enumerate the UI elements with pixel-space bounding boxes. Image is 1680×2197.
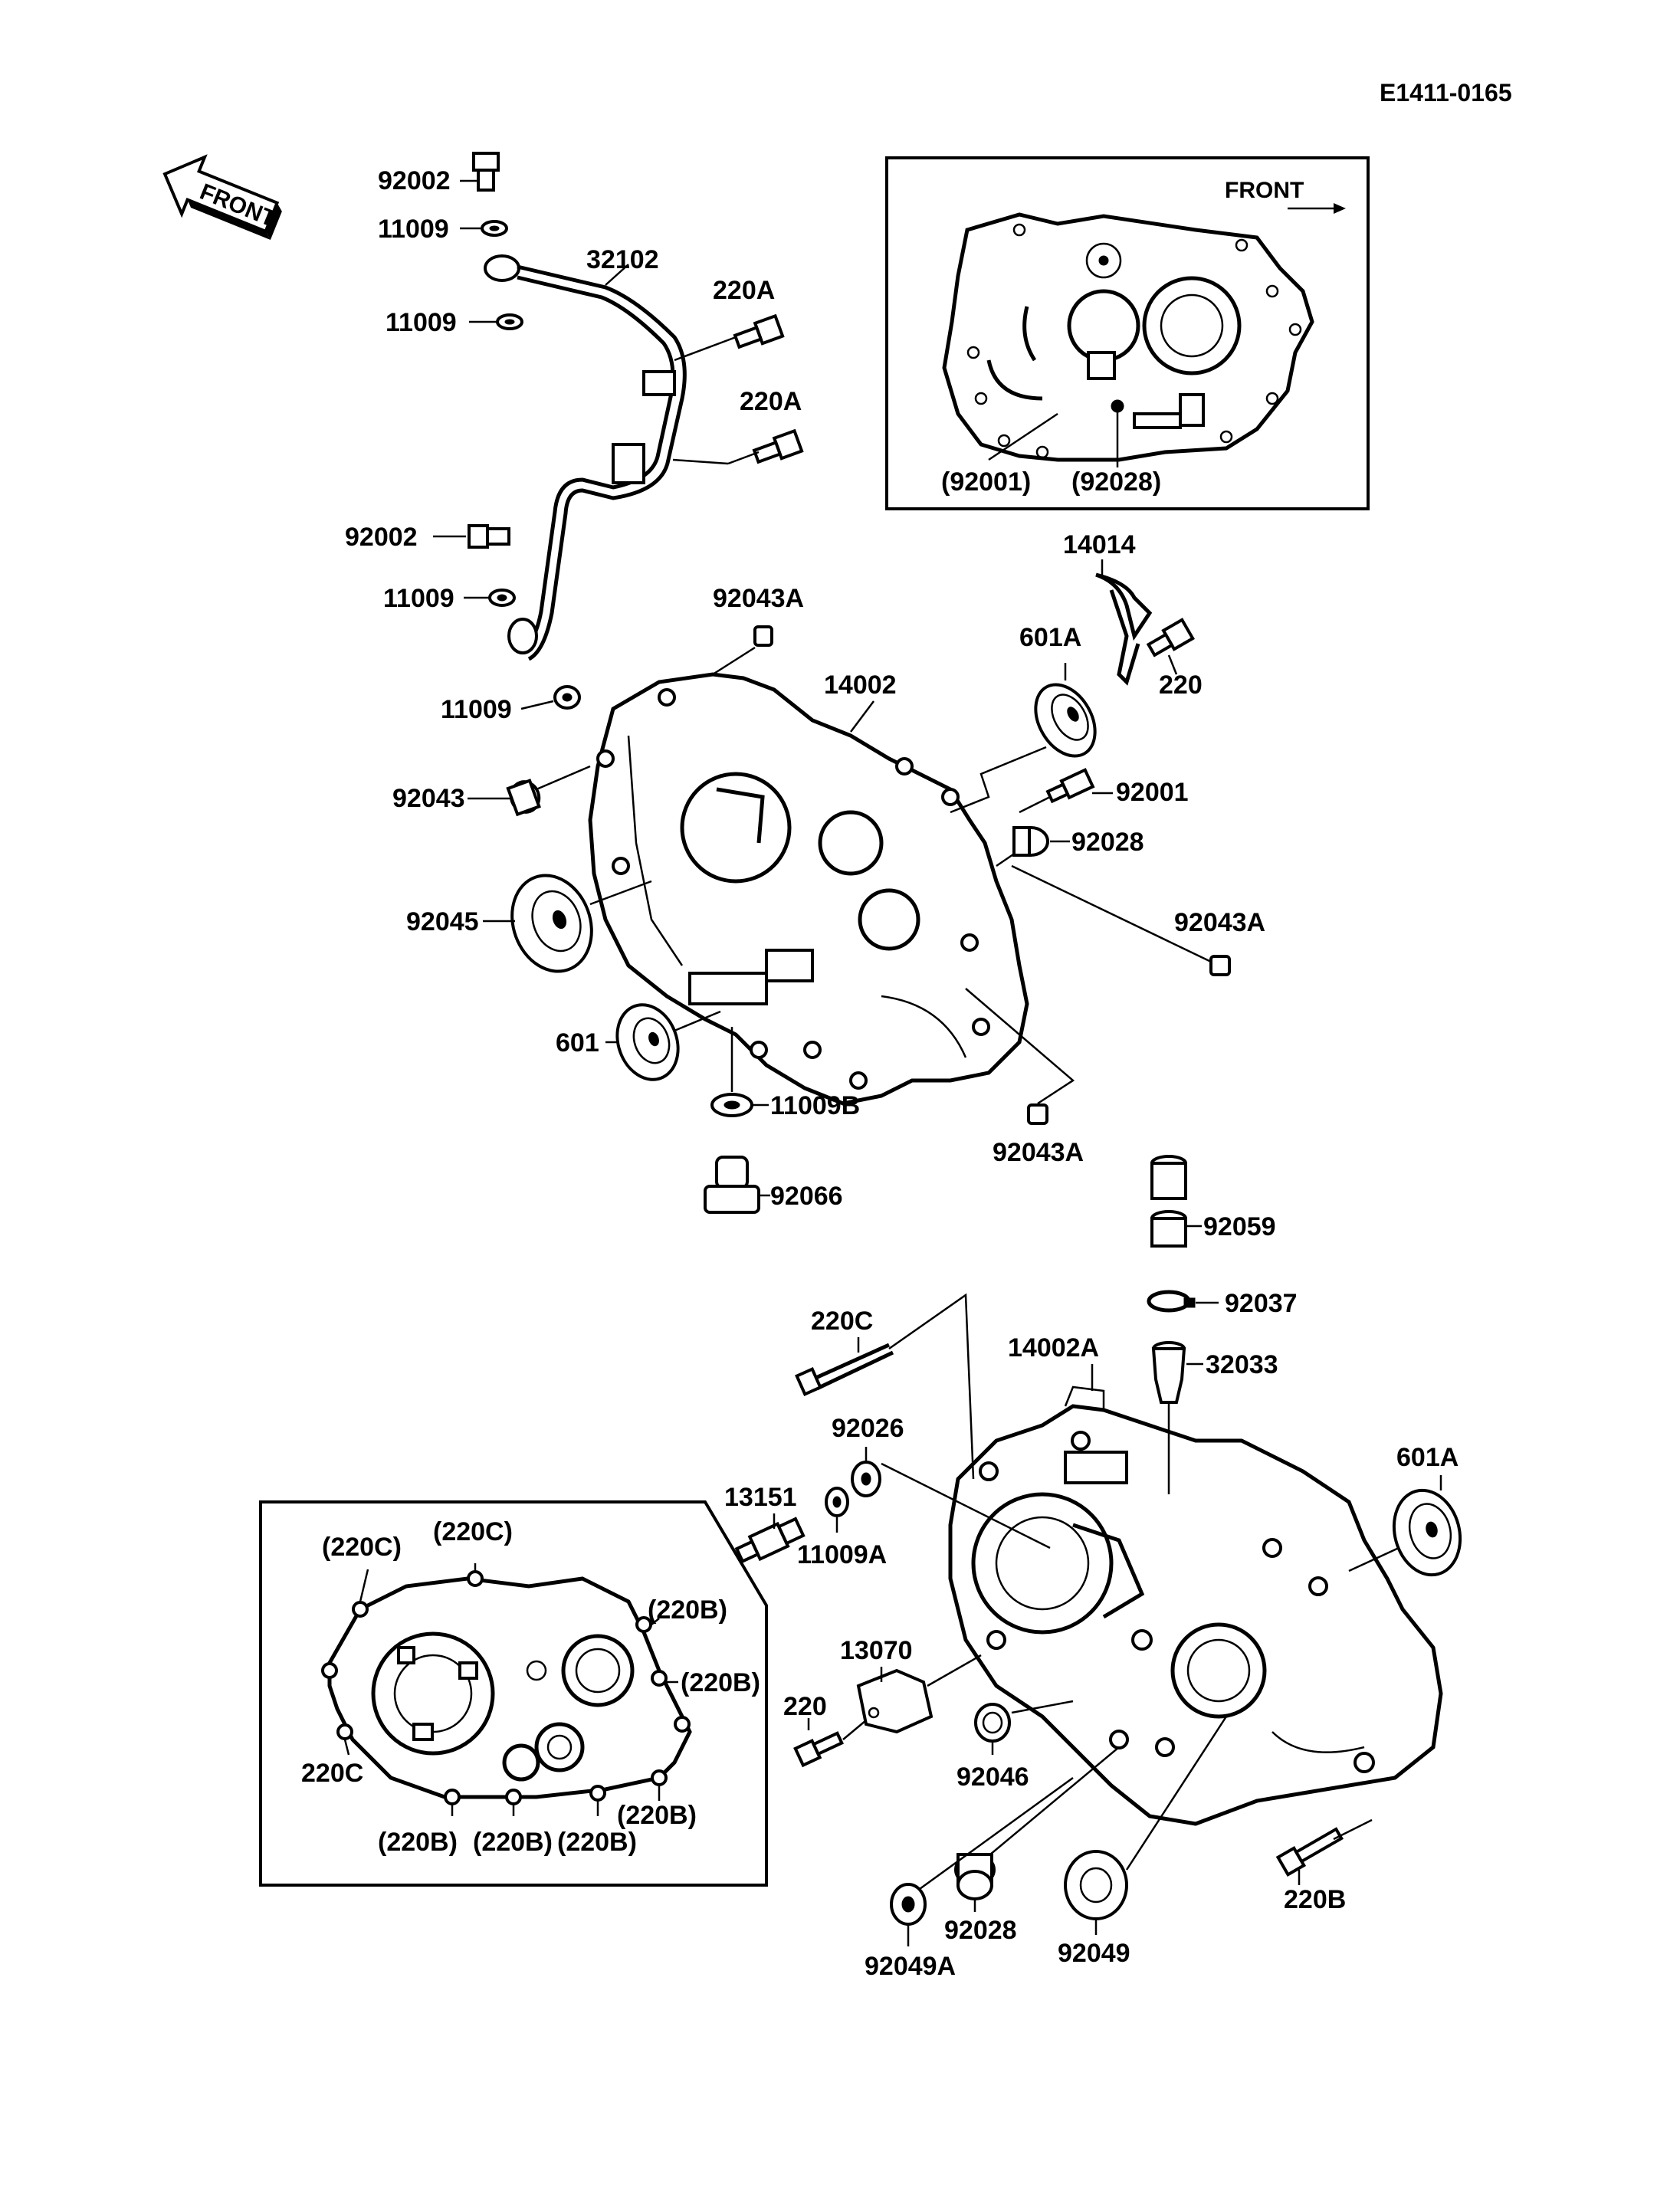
inset-callout-220B-b: (220B) — [681, 1668, 760, 1697]
label-92046: 92046 — [956, 1763, 1029, 1792]
inset-top-right: FRONT (92001) (92028) — [885, 156, 1370, 510]
inset-bottom-left: (220C) (220C) (220B) (220B) 220C (220B) … — [259, 1500, 768, 1887]
part-92043: 92043 — [392, 765, 591, 817]
label-92049A: 92049A — [865, 1952, 956, 1981]
part-92028-upper: 92028 — [996, 826, 1144, 867]
label-14002A: 14002A — [1008, 1333, 1099, 1362]
part-92043A-right: 92043A — [1011, 864, 1265, 976]
label-92026: 92026 — [832, 1414, 904, 1443]
label-92043A-a: 92043A — [713, 584, 804, 613]
bearing-601A-upper: 601A — [950, 623, 1097, 814]
label-13070: 13070 — [840, 1636, 913, 1665]
label-13151: 13151 — [724, 1483, 797, 1512]
label-220-b: 220 — [783, 1692, 827, 1721]
part-220B: 220B — [1275, 1818, 1373, 1914]
crankcase-left-half: 14002 — [588, 671, 1029, 1106]
label-601A-b: 601A — [1396, 1443, 1459, 1472]
label-14002: 14002 — [824, 671, 897, 700]
part-92049A: 92049A — [865, 1776, 1074, 1981]
part-220-lower: 220 — [783, 1692, 867, 1768]
inset-callout-92028: (92028) — [1071, 467, 1161, 497]
label-220-a: 220 — [1159, 671, 1203, 700]
label-11009A: 11009A — [797, 1540, 887, 1569]
inset-callout-220C-a: (220C) — [322, 1533, 402, 1562]
part-92026: 92026 — [832, 1414, 1051, 1549]
label-92066: 92066 — [770, 1182, 843, 1211]
oil-pipe-assembly: 92002 11009 11009 32102 220A — [345, 152, 804, 724]
bearing-92045: 92045 — [406, 874, 652, 973]
inset-callout-220B-e: (220B) — [473, 1828, 553, 1857]
part-92066: 92066 — [704, 1156, 843, 1214]
part-13070: 13070 — [840, 1636, 982, 1734]
label-92043: 92043 — [392, 784, 465, 813]
label-11009-c: 11009 — [383, 584, 454, 613]
part-92028-lower: 92028 — [944, 1746, 1120, 1945]
label-11009-d: 11009 — [441, 695, 512, 724]
label-92001: 92001 — [1116, 778, 1189, 807]
document-code: E1411-0165 — [1380, 79, 1512, 107]
part-32033: 32033 — [1151, 1341, 1278, 1494]
inset-callout-220C-c: 220C — [301, 1759, 363, 1788]
part-92046: 92046 — [956, 1700, 1074, 1792]
inset-front-label: FRONT — [1225, 178, 1304, 203]
crankcase-right-half: 14002A — [948, 1333, 1443, 1826]
label-92037: 92037 — [1225, 1289, 1298, 1318]
label-14014: 14014 — [1063, 530, 1136, 559]
inset-callout-220B-c: (220B) — [617, 1801, 697, 1830]
label-32033: 32033 — [1206, 1350, 1278, 1379]
label-32102: 32102 — [586, 245, 659, 274]
inset-callout-220B-a: (220B) — [648, 1595, 727, 1625]
part-92043A-bottom: 92043A — [965, 988, 1084, 1167]
part-92001: 92001 — [1019, 768, 1189, 814]
label-92028-a: 92028 — [1071, 828, 1144, 857]
label-11009-a: 11009 — [378, 215, 449, 244]
part-13151: 13151 — [724, 1483, 806, 1564]
label-220A-a: 220A — [713, 276, 775, 305]
label-601: 601 — [556, 1028, 599, 1058]
part-220C: 220C — [795, 1293, 975, 1480]
label-92043A-b: 92043A — [1174, 908, 1265, 937]
part-14014: 14014 220 — [1063, 530, 1203, 700]
inset-callout-92001: (92001) — [941, 467, 1031, 497]
part-92059: 92059 — [1150, 1155, 1276, 1248]
part-92043A-top: 92043A — [712, 584, 804, 676]
part-11009B: 11009B — [710, 1027, 860, 1120]
part-92049: 92049 — [1058, 1716, 1228, 1968]
label-11009B: 11009B — [770, 1091, 860, 1120]
inset-callout-220B-f: (220B) — [557, 1828, 637, 1857]
bearing-601A-lower: 601A — [1348, 1443, 1462, 1577]
label-92059: 92059 — [1203, 1212, 1276, 1241]
part-11009A: 11009A — [797, 1487, 887, 1569]
label-11009-b: 11009 — [386, 308, 457, 337]
label-92002-bottom: 92002 — [345, 523, 418, 552]
inset-callout-220B-d: (220B) — [378, 1828, 458, 1857]
label-92028-b: 92028 — [944, 1916, 1017, 1945]
label-220B: 220B — [1284, 1885, 1346, 1914]
front-arrow-icon: FRONT — [162, 154, 282, 240]
label-92043A-c: 92043A — [993, 1138, 1084, 1167]
label-220A-b: 220A — [740, 387, 802, 416]
label-220C: 220C — [811, 1307, 873, 1336]
bearing-601: 601 — [556, 1003, 721, 1081]
inset-callout-220C-b: (220C) — [433, 1517, 513, 1546]
label-92002-top: 92002 — [378, 166, 451, 195]
label-601A-a: 601A — [1019, 623, 1081, 652]
label-92045: 92045 — [406, 907, 479, 936]
part-92037: 92037 — [1147, 1289, 1298, 1318]
label-92049: 92049 — [1058, 1939, 1130, 1968]
